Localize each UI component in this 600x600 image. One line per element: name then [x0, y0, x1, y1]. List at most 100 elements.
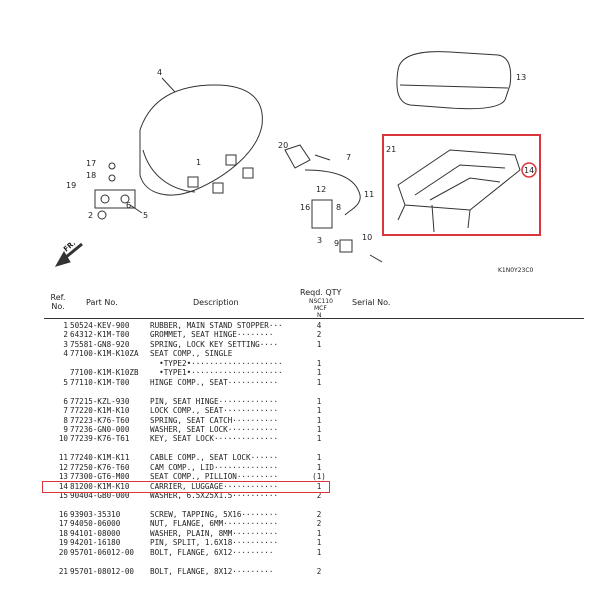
carrier-rail — [414, 164, 506, 196]
qty-cell: 1 — [316, 368, 322, 378]
description-cell: SEAT COMP., PILLION········· — [150, 472, 279, 482]
header-description: Description — [193, 298, 239, 307]
table-row-spacer — [0, 387, 600, 396]
callout-21: 21 — [386, 145, 396, 154]
callout-18: 18 — [86, 171, 96, 180]
hinge-bolt — [100, 194, 110, 204]
ref-no-cell: 17 — [58, 519, 68, 529]
callout-5: 5 — [143, 211, 148, 220]
part-no-cell: 77110-K1M-T00 — [70, 377, 130, 387]
callout-13: 13 — [516, 73, 526, 82]
header-ref-no: Ref. No. — [50, 293, 66, 311]
ref-no-cell: 4 — [63, 349, 68, 359]
qty-cell: 1 — [316, 396, 322, 406]
lock-key-cylinder — [339, 239, 353, 253]
callout-14: 14 — [524, 166, 534, 175]
table-row-spacer: •TYPE2•····················1 — [0, 359, 600, 368]
qty-cell: 2 — [316, 566, 322, 576]
cable-drawing — [304, 169, 361, 216]
part-no-cell: 77239-K76-T61 — [70, 434, 130, 444]
description-cell: SCREW, TAPPING, 5X16········ — [150, 510, 279, 519]
description-cell: WASHER, 6.5X25X1.5·········· — [150, 491, 279, 501]
table-row: 77100-K1M-K10ZB •TYPE1•·················… — [0, 368, 600, 377]
part-no-cell: 95701-08012-00 — [70, 566, 135, 576]
ref-no-cell: 2 — [63, 330, 68, 340]
qty-cell: 1 — [316, 424, 322, 434]
ref-no-cell: 5 — [63, 377, 68, 387]
carrier-highlight-box — [382, 134, 541, 236]
exploded-parts-diagram: 4 13 14 1 2 3 5 6 7 8 9 10 11 12 16 17 1… — [54, 51, 541, 274]
callout-20: 20 — [278, 141, 288, 150]
part-no-cell: 77223-K76-T60 — [70, 415, 130, 425]
description-cell: SPRING, LOCK KEY SETTING···· — [150, 339, 279, 349]
ref-no-cell: 20 — [58, 547, 68, 557]
table-row-spacer — [0, 444, 600, 453]
single-seat-drawing — [139, 84, 263, 196]
part-no-cell: 77215-KZL-930 — [70, 396, 130, 406]
part-no-cell: 77236-GN0-000 — [70, 424, 130, 434]
qty-cell: 2 — [316, 330, 322, 340]
part-no-cell: 81200-K1M-K10 — [70, 481, 130, 491]
qty-cell: 4 — [316, 321, 322, 330]
callout-4: 4 — [157, 68, 162, 77]
ref-no-cell: 10 — [58, 434, 68, 444]
callout-9: 9 — [334, 239, 339, 248]
part-no-cell: 94101-08000 — [70, 528, 121, 538]
callout-6: 6 — [126, 201, 131, 210]
part-no-cell: 94050-06000 — [70, 519, 121, 529]
grommet-3 — [225, 154, 237, 166]
ref-no-cell: 12 — [58, 462, 68, 472]
cam-drawing — [311, 199, 333, 229]
description-cell: GROMMET, SEAT HINGE········ — [150, 330, 274, 340]
qty-cell: 2 — [316, 519, 322, 529]
description-cell: SEAT COMP., SINGLE — [150, 349, 233, 359]
table-row-spacer — [0, 501, 600, 510]
part-no-cell: 64312-K1M-T00 — [70, 330, 130, 340]
qty-cell: 1 — [316, 406, 322, 416]
carrier-leg-3 — [431, 204, 435, 233]
carrier-leg-2 — [467, 209, 471, 229]
header-model: NSC110 — [309, 298, 333, 305]
description-cell: CABLE COMP., SEAT LOCK······ — [150, 453, 279, 463]
header-divider — [44, 318, 584, 319]
table-row-spacer — [0, 557, 600, 566]
diagram-drawing — [54, 51, 521, 267]
ref-no-cell: 15 — [58, 491, 68, 501]
qty-cell: 1 — [316, 415, 322, 425]
callout-2: 2 — [88, 211, 93, 220]
header-model-2: MCF — [314, 305, 327, 312]
lock-drawing — [284, 144, 311, 169]
nut-drawing — [108, 162, 116, 170]
ref-no-cell: 3 — [63, 339, 68, 349]
description-cell: BOLT, FLANGE, 8X12········· — [150, 566, 274, 576]
ref-no-cell: 18 — [58, 528, 68, 538]
header-serial-no: Serial No. — [352, 298, 391, 307]
description-cell: RUBBER, MAIN STAND STOPPER··· — [150, 321, 283, 330]
description-cell: CARRIER, LUGGAGE············ — [150, 481, 279, 491]
ref-no-cell: 21 — [58, 566, 68, 576]
pillion-seat-drawing — [396, 51, 512, 110]
callout-12: 12 — [316, 185, 326, 194]
callout-1: 1 — [196, 158, 201, 167]
ref-no-cell: 6 — [63, 396, 68, 406]
callout-19: 19 — [66, 181, 76, 190]
callout-8: 8 — [336, 203, 341, 212]
qty-cell: 1 — [316, 377, 322, 387]
leader-4 — [161, 77, 176, 93]
ref-no-cell: 13 — [58, 472, 68, 482]
